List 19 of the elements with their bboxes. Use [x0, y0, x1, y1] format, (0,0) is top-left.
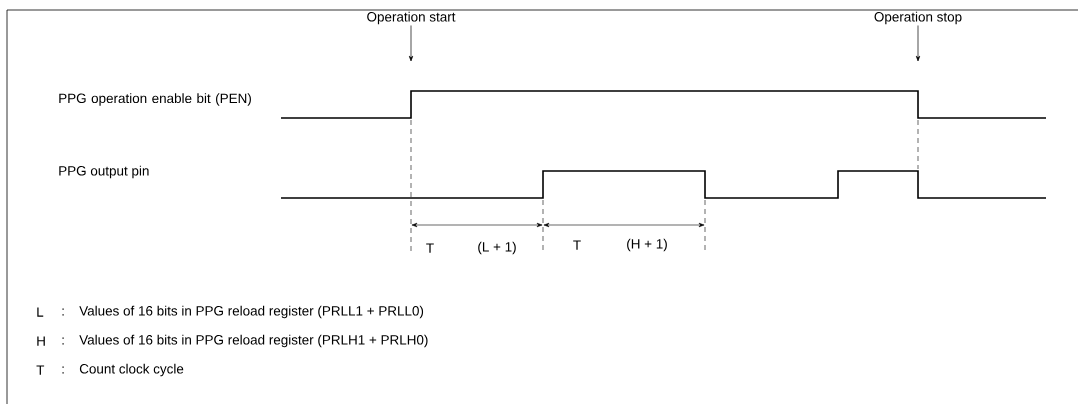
separator-colon: :	[62, 308, 64, 316]
legend-key: T	[36, 365, 45, 375]
legend-description: Values of 16 bits in PPG reload register (PRLL1 + PRLL0)	[79, 305, 424, 319]
arrow	[408, 25, 414, 62]
dimension-label: (H + 1)	[627, 238, 667, 252]
dimension-label: T	[573, 240, 581, 250]
signal-name: PPG operation enable bit (PEN)	[59, 93, 251, 106]
dimension-label: T	[426, 243, 434, 253]
arrow	[915, 25, 921, 62]
event-label: Operation stop	[874, 11, 962, 25]
legend-key: H	[37, 336, 45, 346]
legend-description: Values of 16 bits in PPG reload register (PRLH1 + PRLH0)	[79, 334, 428, 348]
event-label: Operation start	[367, 11, 456, 25]
separator-colon: :	[62, 366, 64, 374]
separator-colon: :	[62, 337, 64, 345]
dimension-label: (L + 1)	[478, 241, 516, 255]
legend-description: Count clock cycle	[79, 363, 184, 377]
legend-key: L	[37, 307, 44, 317]
signal-name: PPG output pin	[59, 165, 149, 179]
